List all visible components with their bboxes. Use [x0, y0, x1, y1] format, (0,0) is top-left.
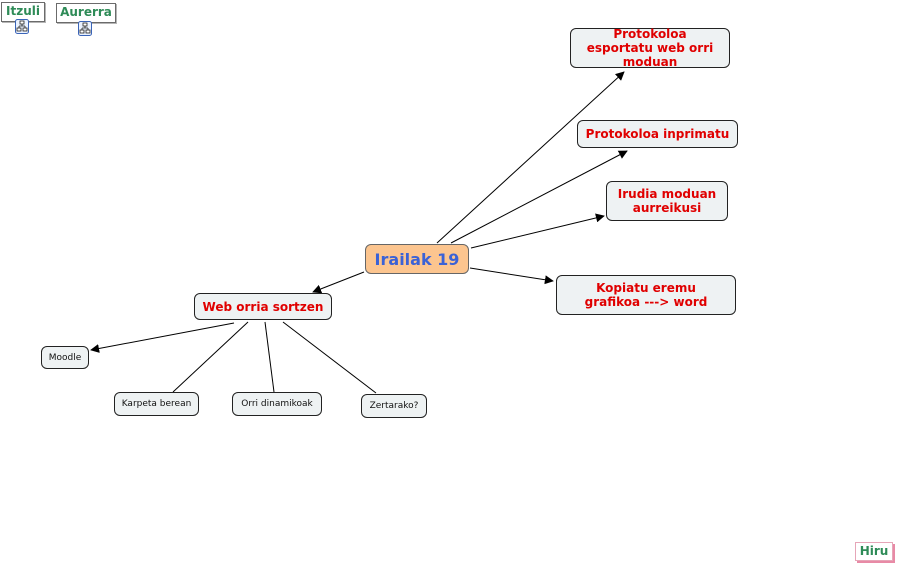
- edge-central-to-print: [450, 150, 628, 244]
- next-button[interactable]: Hiru: [855, 542, 893, 561]
- node-preview-image[interactable]: Irudia moduan aurreikusi: [606, 181, 728, 221]
- edge-web-to-zertarako: [282, 321, 377, 394]
- node-what-for[interactable]: Zertarako?: [361, 394, 427, 418]
- node-what-for-label: Zertarako?: [369, 401, 419, 411]
- node-print[interactable]: Protokoloa inprimatu: [577, 120, 738, 148]
- node-same-folder-label: Karpeta berean: [121, 399, 192, 409]
- central-node-label: Irailak 19: [374, 249, 460, 269]
- node-copy-graphic[interactable]: Kopiatu eremu grafikoa ---> word: [556, 275, 736, 315]
- node-dynamic-pages-label: Orri dinamikoak: [241, 399, 313, 409]
- node-web-page-label: Web orria sortzen: [202, 299, 324, 314]
- edge-central-to-export: [436, 71, 625, 244]
- edge-web-to-orri: [264, 321, 275, 393]
- concept-map-icon[interactable]: [15, 19, 29, 34]
- concept-map-icon[interactable]: [78, 21, 92, 36]
- central-node[interactable]: Irailak 19: [365, 244, 469, 274]
- edge-central-to-copy: [469, 267, 554, 285]
- edge-web-to-karpeta: [172, 321, 249, 393]
- node-print-label: Protokoloa inprimatu: [585, 127, 730, 141]
- edge-web-to-moodle: [90, 322, 235, 353]
- node-dynamic-pages[interactable]: Orri dinamikoak: [232, 392, 322, 416]
- edge-central-to-web: [312, 271, 365, 294]
- node-same-folder[interactable]: Karpeta berean: [114, 392, 199, 416]
- node-moodle-label: Moodle: [48, 352, 82, 363]
- forward-button[interactable]: Aurerra: [56, 3, 116, 23]
- node-moodle[interactable]: Moodle: [41, 346, 89, 369]
- node-preview-image-label: Irudia moduan aurreikusi: [617, 187, 717, 215]
- node-web-page[interactable]: Web orria sortzen: [194, 293, 332, 320]
- edge-central-to-preview: [470, 213, 605, 249]
- node-copy-graphic-label: Kopiatu eremu grafikoa ---> word: [584, 281, 708, 309]
- back-button[interactable]: Itzuli: [1, 2, 45, 22]
- node-export-web[interactable]: Protokoloa esportatu web orri moduan: [570, 27, 730, 69]
- node-export-web-label: Protokoloa esportatu web orri moduan: [586, 27, 714, 69]
